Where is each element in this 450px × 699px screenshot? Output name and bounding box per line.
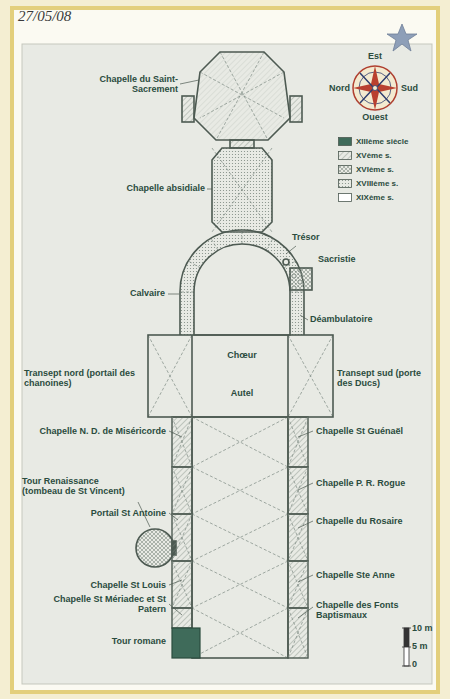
legend-row: XIXème s. xyxy=(338,190,408,204)
compass-label: Sud xyxy=(401,83,431,93)
room-label: Chapelle des Fonts Baptismaux xyxy=(316,600,402,621)
room-label: Chœur xyxy=(225,350,259,360)
room-label: Chapelle P. R. Rogue xyxy=(316,478,430,488)
room-label: Chapelle du Saint-Sacrement xyxy=(86,74,178,95)
legend-swatch xyxy=(338,179,352,188)
scale-label: 0 xyxy=(412,659,442,669)
room-label: Chapelle St Mériadec et St Patern xyxy=(26,594,166,615)
legend-text: XIXème s. xyxy=(356,193,394,202)
room-label: Trésor xyxy=(292,232,342,242)
room-label: Chapelle N. D. de Miséricorde xyxy=(22,426,166,436)
legend-text: XVIIIème s. xyxy=(356,179,398,188)
plan-ground xyxy=(22,44,432,684)
compass-label: Est xyxy=(368,51,382,61)
room-label: Calvaire xyxy=(105,288,165,298)
scale-bar xyxy=(402,628,411,666)
paper-sheet xyxy=(12,8,438,692)
room-label: Chapelle absidiale xyxy=(105,183,205,193)
compass-label: Ouest xyxy=(362,112,388,122)
legend-text: XVIème s. xyxy=(356,165,394,174)
legend-row: XVIIIème s. xyxy=(338,176,408,190)
romanesque-tower xyxy=(172,628,200,658)
room-label: Portail St Antoine xyxy=(22,508,166,518)
room-label: Sacristie xyxy=(318,254,378,264)
room-label: Déambulatoire xyxy=(310,314,410,324)
legend-row: XVème s. xyxy=(338,148,408,162)
legend-swatch xyxy=(338,165,352,174)
legend-row: XIIIème siècle xyxy=(338,134,408,148)
walls xyxy=(136,52,333,658)
room-label: Chapelle St Guénaël xyxy=(316,426,430,436)
legend-text: XIIIème siècle xyxy=(356,137,408,146)
legend: XIIIème siècleXVème s. XVIème s. XVIIIème … xyxy=(338,134,408,204)
leader-lines xyxy=(138,80,313,618)
room-label: Autel xyxy=(229,388,256,398)
room-label: Transept sud (porte des Ducs) xyxy=(337,368,432,389)
scale-label: 5 m xyxy=(412,641,442,651)
room-label: Tour romane xyxy=(22,636,166,646)
side-chapels xyxy=(172,417,308,658)
room-label: Chapelle Ste Anne xyxy=(316,570,430,580)
legend-swatch xyxy=(338,137,352,146)
room-label: Chapelle St Louis xyxy=(22,580,166,590)
legend-swatch xyxy=(338,151,352,160)
date-note: 27/05/08 xyxy=(18,8,108,25)
room-label: Tour Renaissance (tombeau de St Vincent) xyxy=(22,476,140,497)
scale-label: 10 m xyxy=(412,623,442,633)
vault-lines xyxy=(148,52,333,658)
legend-swatch xyxy=(338,193,352,202)
star-sticker xyxy=(387,24,417,51)
compass-label: Nord xyxy=(310,83,350,93)
legend-row: XVIème s. xyxy=(338,162,408,176)
legend-text: XVème s. xyxy=(356,151,392,160)
room-label: Chapelle du Rosaire xyxy=(316,516,430,526)
compass-rose xyxy=(353,66,397,110)
room-label: Transept nord (portail des chanoines) xyxy=(24,368,144,389)
